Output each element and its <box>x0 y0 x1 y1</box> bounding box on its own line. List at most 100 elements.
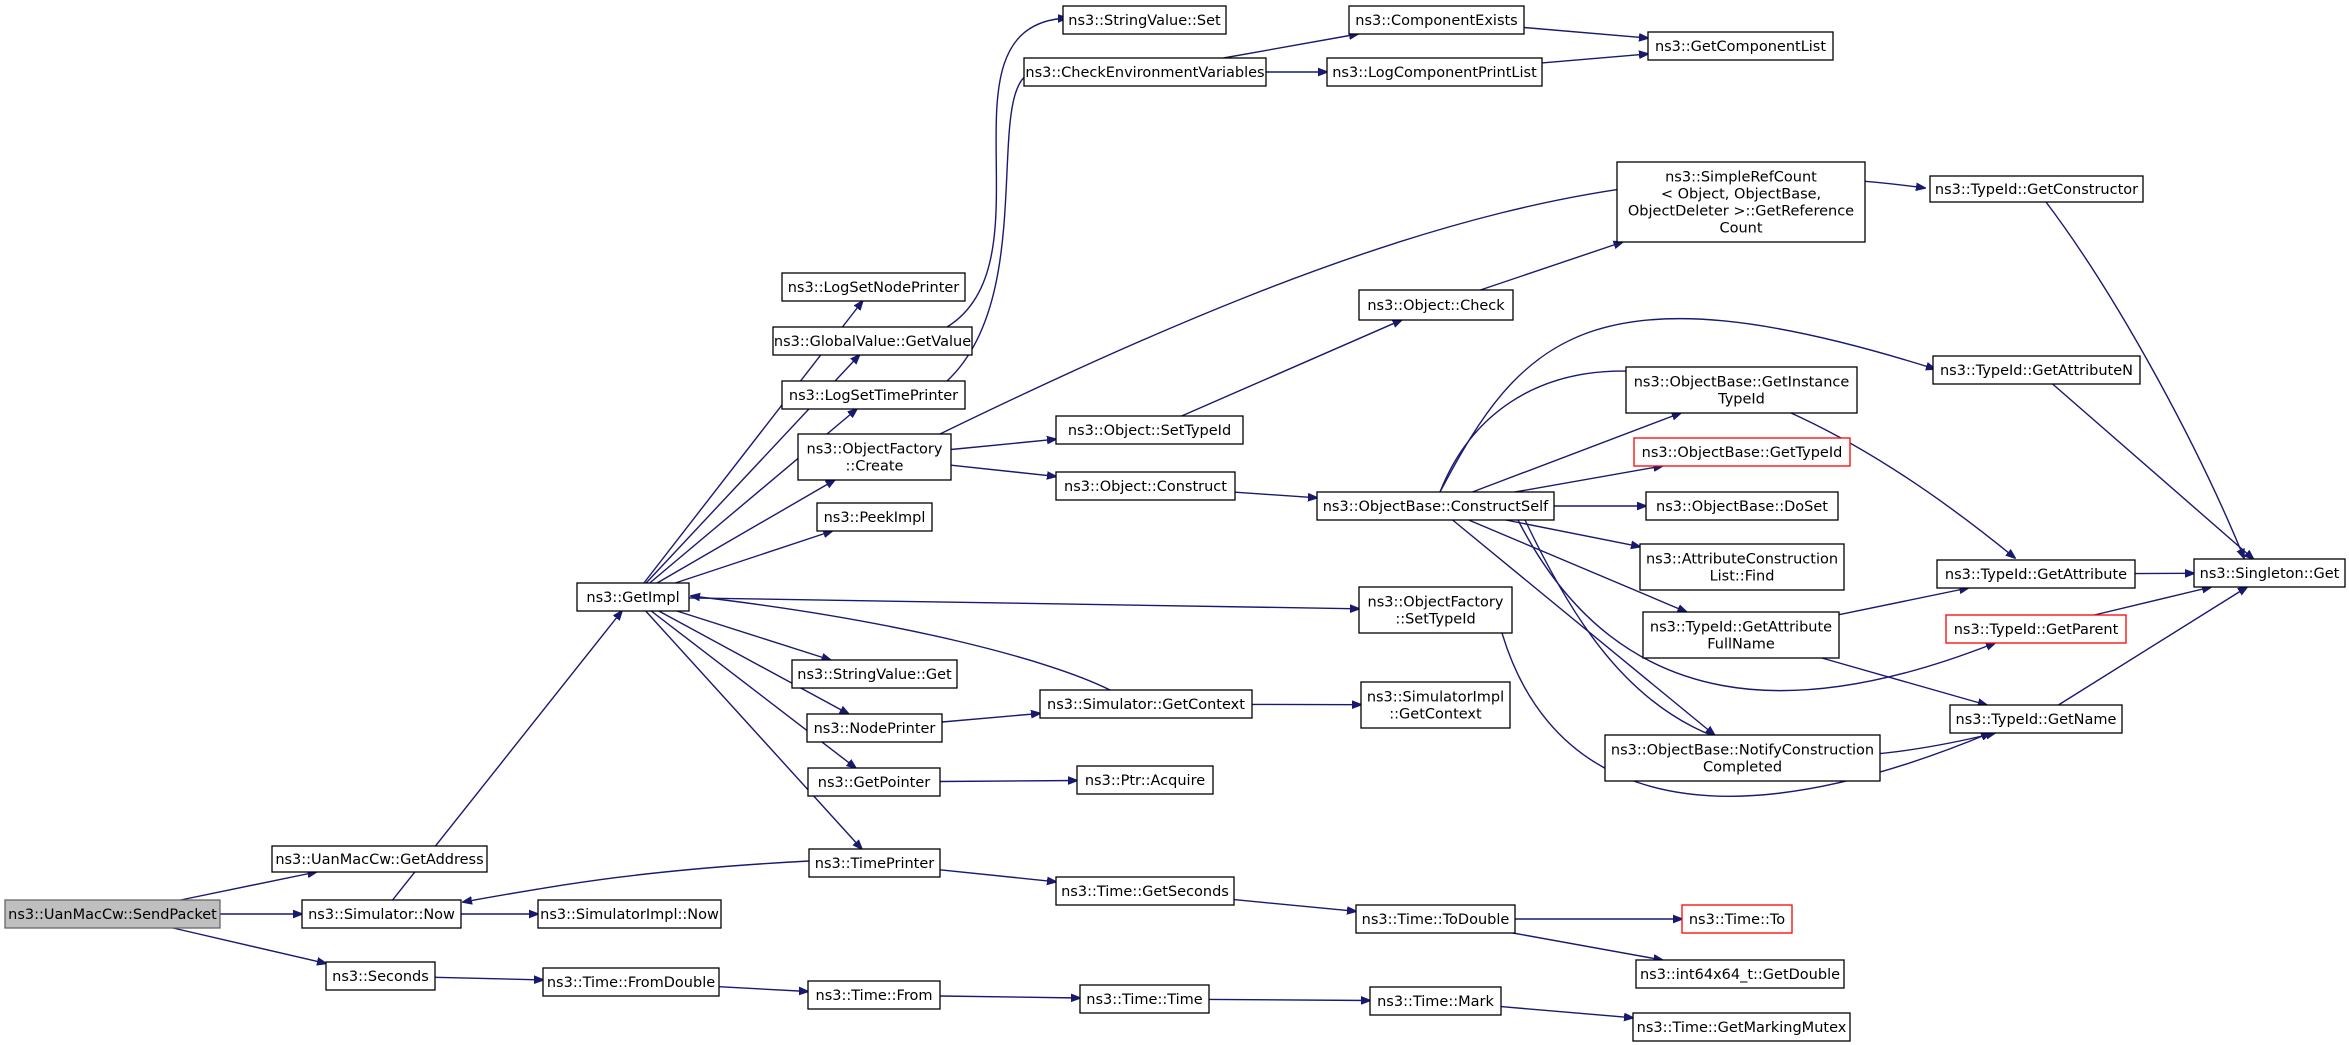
node-getcomplist[interactable]: ns3::GetComponentList <box>1647 31 1834 61</box>
node-obnotify[interactable]: ns3::ObjectBase::NotifyConstructionCompl… <box>1604 734 1881 782</box>
node-box <box>1348 5 1525 35</box>
node-ofcreate[interactable]: ns3::ObjectFactory::Create <box>797 433 952 481</box>
node-label: ns3::Time::ToDouble <box>1362 912 1510 928</box>
node-label: ns3::ObjectBase::GetInstance <box>1634 375 1850 391</box>
edge-compexists-to-getcomplist <box>1523 26 1648 39</box>
node-simimplnow[interactable]: ns3::SimulatorImpl::Now <box>537 899 722 929</box>
edge-root-to-getaddr <box>180 872 317 901</box>
edge-obconstructself-to-tidgetattrfull <box>1468 519 1687 612</box>
node-label: < Object, ObjectBase, <box>1661 187 1821 203</box>
node-timefrom[interactable]: ns3::Time::From <box>807 980 941 1010</box>
node-timeto[interactable]: ns3::Time::To <box>1681 904 1793 934</box>
node-label: ns3::SimulatorImpl <box>1367 690 1504 706</box>
node-peekimpl[interactable]: ns3::PeekImpl <box>816 502 933 532</box>
node-objcheck[interactable]: ns3::Object::Check <box>1358 289 1514 321</box>
node-label: ns3::UanMacCw::GetAddress <box>275 852 483 868</box>
node-tidgetparent[interactable]: ns3::TypeId::GetParent <box>1945 614 2127 644</box>
node-logcompprint[interactable]: ns3::LogComponentPrintList <box>1326 57 1543 87</box>
node-objsettypeid[interactable]: ns3::Object::SetTypeId <box>1055 415 1244 445</box>
node-svget[interactable]: ns3::StringValue::Get <box>791 659 958 689</box>
node-simgetctx[interactable]: ns3::Simulator::GetContext <box>1039 689 1253 719</box>
edge-getimpl-to-svget <box>676 610 831 660</box>
node-box <box>781 380 966 410</box>
node-box <box>1039 689 1253 719</box>
edge-tidgetattrfull-to-tidgetname <box>1821 657 1987 705</box>
node-box <box>1945 614 2127 644</box>
edge-timegetsec-to-timetodouble <box>1233 898 1356 912</box>
edge-root-to-seconds <box>172 927 326 963</box>
node-logsetnode[interactable]: ns3::LogSetNodePrinter <box>781 272 966 302</box>
node-box <box>542 967 720 997</box>
node-seconds[interactable]: ns3::Seconds <box>325 961 436 991</box>
node-label: ns3::Singleton::Get <box>2200 566 2340 582</box>
node-getdouble[interactable]: ns3::int64x64_t::GetDouble <box>1635 959 1845 989</box>
node-box <box>1642 611 1840 659</box>
node-label: ns3::int64x64_t::GetDouble <box>1640 967 1840 983</box>
edge-checkenv-to-compexists <box>1223 34 1359 59</box>
node-tidgetattr[interactable]: ns3::TypeId::GetAttribute <box>1936 559 2136 589</box>
node-label: ns3::ObjectBase::NotifyConstruction <box>1611 743 1874 759</box>
node-box <box>772 326 973 356</box>
node-timegetsec[interactable]: ns3::Time::GetSeconds <box>1055 876 1235 906</box>
edge-timetime-to-timemark <box>1208 999 1370 1000</box>
node-root[interactable]: ns3::UanMacCw::SendPacket <box>4 899 221 929</box>
node-box <box>1055 415 1244 445</box>
node-getpointer[interactable]: ns3::GetPointer <box>807 767 941 797</box>
node-getaddr[interactable]: ns3::UanMacCw::GetAddress <box>271 845 488 873</box>
node-box <box>1062 5 1227 35</box>
node-box <box>271 845 488 873</box>
node-singletonget[interactable]: ns3::Singleton::Get <box>2193 558 2346 588</box>
node-refcount[interactable]: ns3::SimpleRefCount< Object, ObjectBase,… <box>1616 161 1866 243</box>
node-label: ns3::Time::Time <box>1086 992 1203 1008</box>
node-obgettypeid[interactable]: ns3::ObjectBase::GetTypeId <box>1633 437 1851 467</box>
node-label: ns3::CheckEnvironmentVariables <box>1025 65 1264 81</box>
node-ptracquire[interactable]: ns3::Ptr::Acquire <box>1076 765 1214 795</box>
node-simimplctx[interactable]: ns3::SimulatorImpl::GetContext <box>1360 681 1511 729</box>
edge-logcompprint-to-getcomplist <box>1541 54 1648 64</box>
node-label: TypeId <box>1717 392 1765 408</box>
node-svset[interactable]: ns3::StringValue::Set <box>1062 5 1227 35</box>
edge-tidgetattrn-to-singletonget <box>2052 383 2254 559</box>
node-label: ns3::Object::Construct <box>1064 479 1227 495</box>
node-label: ns3::TypeId::GetAttributeN <box>1940 363 2133 379</box>
node-label: ns3::GetImpl <box>586 590 679 606</box>
node-gvgetvalue[interactable]: ns3::GlobalValue::GetValue <box>772 326 973 356</box>
edge-timeprinter-to-timegetsec <box>939 869 1056 882</box>
node-simnow[interactable]: ns3::Simulator::Now <box>301 899 462 929</box>
node-compexists[interactable]: ns3::ComponentExists <box>1348 5 1525 35</box>
node-timetodouble[interactable]: ns3::Time::ToDouble <box>1355 904 1516 934</box>
edge-gvgetvalue-to-svset <box>946 18 1067 328</box>
node-fromdouble[interactable]: ns3::Time::FromDouble <box>542 967 720 997</box>
node-label: ns3::AttributeConstruction <box>1646 552 1838 568</box>
node-nodeprinter[interactable]: ns3::NodePrinter <box>806 713 943 743</box>
node-obdoset[interactable]: ns3::ObjectBase::DoSet <box>1645 491 1839 521</box>
node-objconstruct[interactable]: ns3::Object::Construct <box>1055 471 1236 501</box>
node-getimpl[interactable]: ns3::GetImpl <box>576 582 690 612</box>
node-box <box>1055 876 1235 906</box>
node-label: ns3::GlobalValue::GetValue <box>774 334 971 350</box>
node-box <box>1355 904 1516 934</box>
node-tidgetctor[interactable]: ns3::TypeId::GetConstructor <box>1929 175 2144 203</box>
node-box <box>807 767 941 797</box>
node-box <box>2193 558 2346 588</box>
edge-nodeprinter-to-simgetctx <box>941 713 1040 723</box>
node-label: ns3::Time::FromDouble <box>547 975 715 991</box>
node-timeprinter[interactable]: ns3::TimePrinter <box>808 848 941 878</box>
node-checkenv[interactable]: ns3::CheckEnvironmentVariables <box>1023 57 1267 87</box>
node-timemark[interactable]: ns3::Time::Mark <box>1369 986 1502 1016</box>
node-obconstructself[interactable]: ns3::ObjectBase::ConstructSelf <box>1316 491 1555 521</box>
node-tidgetattrn[interactable]: ns3::TypeId::GetAttributeN <box>1932 355 2141 385</box>
node-ofsettypeid[interactable]: ns3::ObjectFactory::SetTypeId <box>1358 586 1513 634</box>
node-box <box>1632 1012 1851 1042</box>
node-box <box>1055 471 1236 501</box>
edge-getimpl-to-nodeprinter <box>658 610 849 714</box>
node-timetime[interactable]: ns3::Time::Time <box>1079 984 1210 1014</box>
node-label: ns3::TypeId::GetName <box>1956 712 2117 728</box>
node-tidgetname[interactable]: ns3::TypeId::GetName <box>1949 704 2123 734</box>
node-getmarkmutex[interactable]: ns3::Time::GetMarkingMutex <box>1632 1012 1851 1042</box>
node-logsettime[interactable]: ns3::LogSetTimePrinter <box>781 380 966 410</box>
node-label: ns3::Seconds <box>332 969 429 985</box>
